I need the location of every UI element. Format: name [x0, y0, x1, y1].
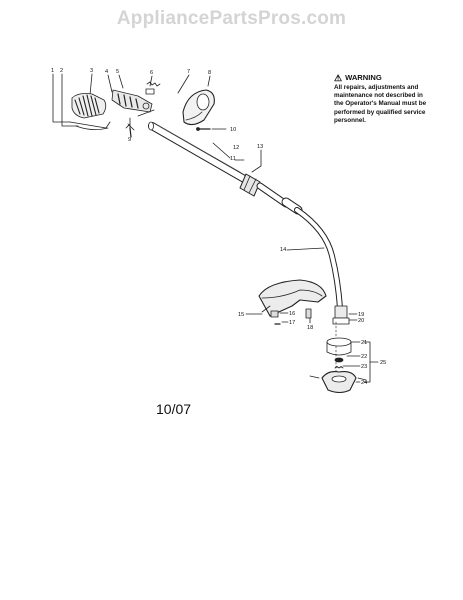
- screw-part-10: [196, 127, 227, 131]
- callout-18: 18: [307, 325, 313, 331]
- callout-19: 19: [358, 312, 364, 318]
- upper-shaft-tube: [148, 121, 250, 184]
- revision-date-code: 10/07: [156, 401, 192, 417]
- callout-14: 14: [280, 247, 286, 253]
- spring-part: [145, 81, 161, 95]
- callout-23: 23: [361, 364, 367, 370]
- site-watermark: AppliancePartsPros.com: [116, 8, 347, 29]
- callout-25: 25: [380, 360, 386, 366]
- handle-housing-left: [69, 93, 111, 130]
- warning-heading: ⚠ WARNING: [334, 74, 432, 83]
- callout-5: 5: [116, 69, 119, 75]
- callout-4: 4: [105, 69, 108, 75]
- callout-20: 20: [358, 318, 364, 324]
- handle-housing-right: [182, 89, 215, 126]
- trimmer-head-assembly: [309, 321, 379, 394]
- callout-7: 7: [187, 69, 190, 75]
- callout-8: 8: [208, 70, 211, 76]
- debris-shield: [245, 279, 327, 317]
- callout-10: 10: [230, 127, 236, 133]
- callout-13: 13: [257, 144, 263, 150]
- callout-21: 21: [361, 340, 367, 346]
- callout-15: 15: [238, 312, 244, 318]
- callout-6: 6: [150, 70, 153, 76]
- warning-title: WARNING: [345, 73, 382, 83]
- gear-head: [332, 305, 358, 325]
- callout-12: 12: [233, 145, 239, 151]
- shield-screws: [270, 308, 312, 325]
- callout-17: 17: [289, 320, 295, 326]
- callout-1: 1: [51, 68, 54, 74]
- throttle-trigger-assembly: [111, 89, 155, 117]
- callout-3: 3: [90, 68, 93, 74]
- callout-2: 2: [60, 68, 63, 74]
- shaft-coupler: [239, 149, 262, 197]
- callout-16: 16: [289, 311, 295, 317]
- lower-shaft-bent: [256, 182, 343, 311]
- callout-11: 11: [230, 156, 236, 162]
- callout-22: 22: [361, 354, 367, 360]
- callout-labels: 1 2 3 4 5 6 7 8 9 10 11 12 13 14 15 16 1…: [51, 68, 386, 386]
- callout-9: 9: [128, 137, 131, 143]
- warning-text: All repairs, adjustments and maintenance…: [334, 84, 427, 124]
- screw-part-9: [125, 123, 135, 138]
- warning-triangle-icon: ⚠: [334, 73, 343, 83]
- callout-24: 24: [361, 380, 367, 386]
- warning-box: ⚠ WARNING All repairs, adjustments and m…: [334, 74, 432, 125]
